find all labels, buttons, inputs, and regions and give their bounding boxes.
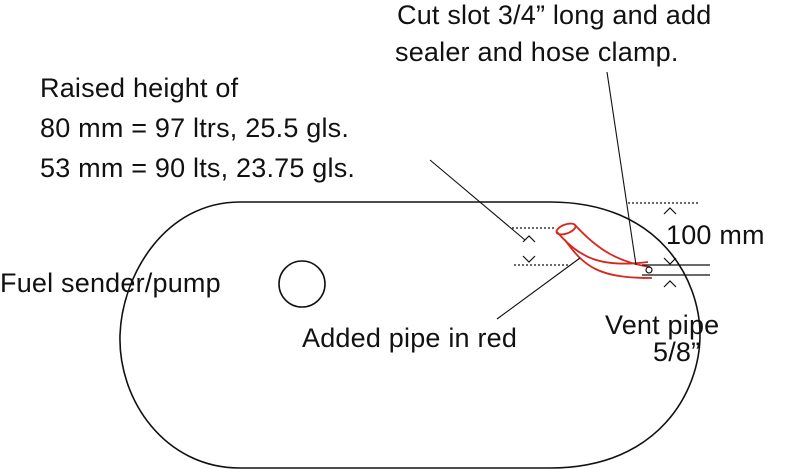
raised-height-dimension — [512, 227, 570, 266]
raised-height-label: Raised height of — [40, 73, 239, 103]
dim-100-dimension — [628, 202, 710, 288]
leader-raised-height — [429, 159, 526, 241]
dim-100-mid-arrow — [663, 257, 677, 265]
raised-80mm-label: 80 mm = 97 ltrs, 25.5 gls. — [40, 113, 350, 143]
dim-100-lower-arrow — [663, 280, 677, 288]
vent-size-label: 5/8” — [653, 337, 701, 367]
dim-100mm-label: 100 mm — [666, 220, 765, 250]
raised-height-down-arrow — [522, 255, 536, 263]
cut-slot-label: Cut slot 3/4” long and add — [397, 0, 712, 30]
raised-height-up-arrow — [522, 235, 536, 243]
added-pipe-label: Added pipe in red — [302, 323, 518, 353]
leader-added-pipe — [496, 257, 581, 320]
vent-pipe-circle — [645, 266, 653, 274]
added-pipe — [555, 222, 653, 279]
added-pipe-lower-run — [564, 239, 653, 279]
dim-100-up-arrow — [663, 207, 677, 215]
fuel-sender-circle — [278, 260, 326, 308]
fuel-sender-label: Fuel sender/pump — [0, 268, 221, 298]
added-pipe-lower-wall — [574, 224, 651, 268]
cut-slot-label-line-2: sealer and hose clamp. — [395, 37, 679, 67]
raised-53mm-label: 53 mm = 90 lts, 23.75 gls. — [40, 153, 356, 183]
leader-lines — [429, 71, 637, 320]
leader-cut-slot — [606, 71, 637, 266]
tank-outline — [119, 201, 701, 469]
vent-pipe-label: Vent pipe — [605, 310, 720, 340]
